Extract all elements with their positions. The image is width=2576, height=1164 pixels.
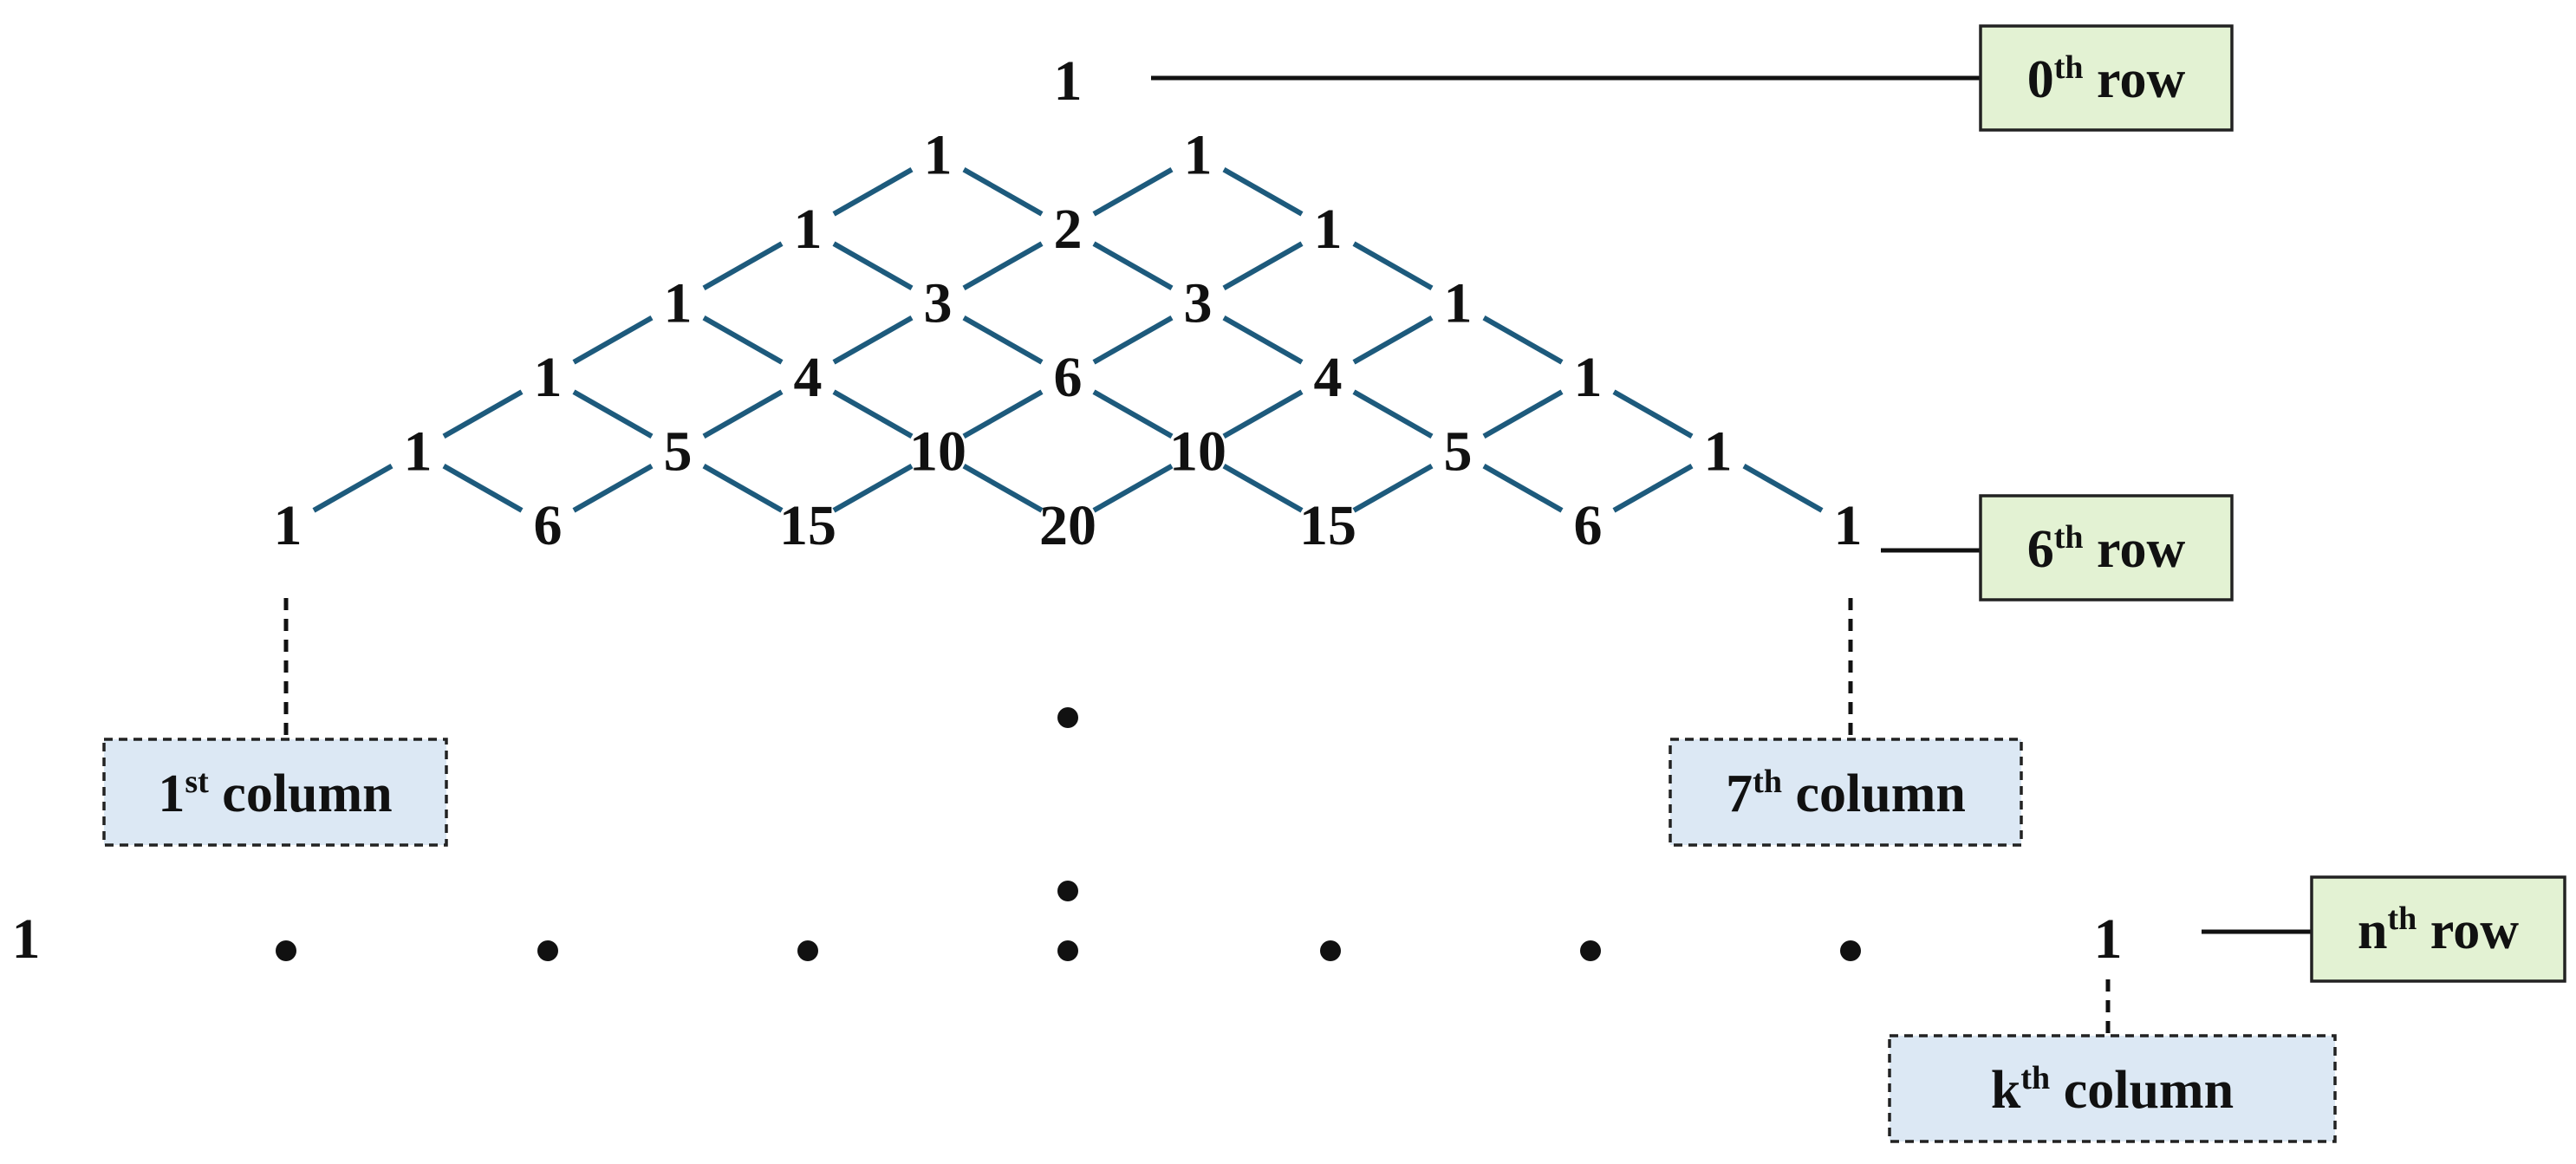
triangle-number-r3-k1: 3 [924, 272, 953, 335]
triangle-number-r5-k5: 1 [1704, 420, 1733, 484]
triangle-number-r1-k1: 1 [1184, 124, 1213, 187]
link-segment [572, 315, 654, 365]
triangle-number-r6-k4: 15 [1299, 494, 1356, 557]
horizontal-ellipsis-dot [797, 940, 818, 961]
triangle-number-r6-k6: 1 [1834, 494, 1863, 557]
link-segment [962, 389, 1044, 439]
link-segment [832, 389, 914, 439]
link-segment [832, 463, 914, 513]
triangle-number-r4-k2: 6 [1054, 346, 1083, 409]
horizontal-ellipsis-dot [537, 940, 558, 961]
link-segment [312, 463, 394, 513]
triangle-number-r2-k1: 2 [1054, 198, 1083, 261]
link-segment [1612, 389, 1694, 439]
link-segment [702, 463, 784, 513]
triangle-number-r4-k4: 1 [1574, 346, 1603, 409]
triangle-number-r5-k2: 10 [909, 420, 966, 484]
triangle-number-r4-k3: 4 [1314, 346, 1343, 409]
triangle-number-r3-k0: 1 [664, 272, 693, 335]
nth-row-first-number: 1 [12, 907, 41, 971]
triangle-number-r1-k0: 1 [924, 124, 953, 187]
link-segment [832, 166, 914, 217]
horizontal-ellipsis-dot [1320, 940, 1341, 961]
nth-row-last-number: 1 [2094, 907, 2123, 971]
horizontal-ellipsis-dot [1580, 940, 1601, 961]
row-n-label-text: nth row [2358, 901, 2519, 960]
link-segment [1742, 463, 1824, 513]
vertical-ellipsis-dot [1057, 881, 1078, 901]
row-6-label-text: 6th row [2027, 519, 2186, 579]
triangle-number-r5-k3: 10 [1169, 420, 1226, 484]
link-segment [1612, 463, 1694, 513]
triangle-number-r5-k4: 5 [1444, 420, 1473, 484]
link-segment [832, 241, 914, 291]
link-segment [442, 463, 524, 513]
horizontal-ellipsis-dot [1840, 940, 1861, 961]
horizontal-ellipsis-dot [276, 940, 296, 961]
column-1-label: 1st column [102, 738, 448, 847]
link-segment [1092, 166, 1174, 217]
link-segment [962, 166, 1044, 217]
link-segment [702, 241, 784, 291]
triangle-number-r2-k0: 1 [794, 198, 823, 261]
link-segment [1092, 389, 1174, 439]
triangle-number-r4-k1: 4 [794, 346, 823, 409]
triangle-number-r6-k0: 1 [274, 494, 302, 557]
link-segment [1222, 389, 1304, 439]
triangle-number-r4-k0: 1 [534, 346, 563, 409]
column-1-label-text: 1st column [158, 764, 392, 823]
link-segment [1482, 463, 1564, 513]
link-segment [1482, 315, 1564, 365]
triangle-number-r6-k5: 6 [1574, 494, 1603, 557]
link-segment [962, 463, 1044, 513]
row-0-label-text: 0th row [2027, 49, 2186, 109]
triangle-number-r6-k1: 6 [534, 494, 563, 557]
column-k-label: kth column [1888, 1034, 2337, 1143]
row-n-label: nth row [2310, 875, 2566, 983]
triangle-number-r5-k0: 1 [404, 420, 433, 484]
row-0-label: 0th row [1979, 24, 2234, 132]
link-segment [1092, 315, 1174, 365]
column-7-label: 7th column [1669, 738, 2023, 847]
horizontal-ellipsis-dot [1057, 940, 1078, 961]
column-k-label-text: kth column [1991, 1060, 2234, 1120]
link-segment [1222, 315, 1304, 365]
triangle-number-r6-k2: 15 [779, 494, 836, 557]
link-segment [702, 389, 784, 439]
link-segment [572, 389, 654, 439]
vertical-ellipsis-dot [1057, 707, 1078, 728]
column-7-label-text: 7th column [1726, 764, 1966, 823]
triangle-number-r2-k2: 1 [1314, 198, 1343, 261]
link-segment [572, 463, 654, 513]
triangle-number-r3-k3: 1 [1444, 272, 1473, 335]
link-segment [1352, 315, 1434, 365]
triangle-number-r0-k0: 1 [1054, 49, 1083, 113]
row-6-label: 6th row [1979, 494, 2234, 602]
triangle-number-r5-k1: 5 [664, 420, 693, 484]
link-segment [1222, 166, 1304, 217]
triangle-number-r3-k2: 3 [1184, 272, 1213, 335]
link-segment [1222, 463, 1304, 513]
link-segment [962, 315, 1044, 365]
link-segment [1352, 241, 1434, 291]
link-segment [442, 389, 524, 439]
link-segment [1092, 463, 1174, 513]
triangle-number-r6-k3: 20 [1039, 494, 1096, 557]
link-segment [1222, 241, 1304, 291]
link-segment [1352, 389, 1434, 439]
link-segment [1092, 241, 1174, 291]
link-segment [832, 315, 914, 365]
link-segment [702, 315, 784, 365]
link-segment [962, 241, 1044, 291]
link-segment [1482, 389, 1564, 439]
link-segment [1352, 463, 1434, 513]
